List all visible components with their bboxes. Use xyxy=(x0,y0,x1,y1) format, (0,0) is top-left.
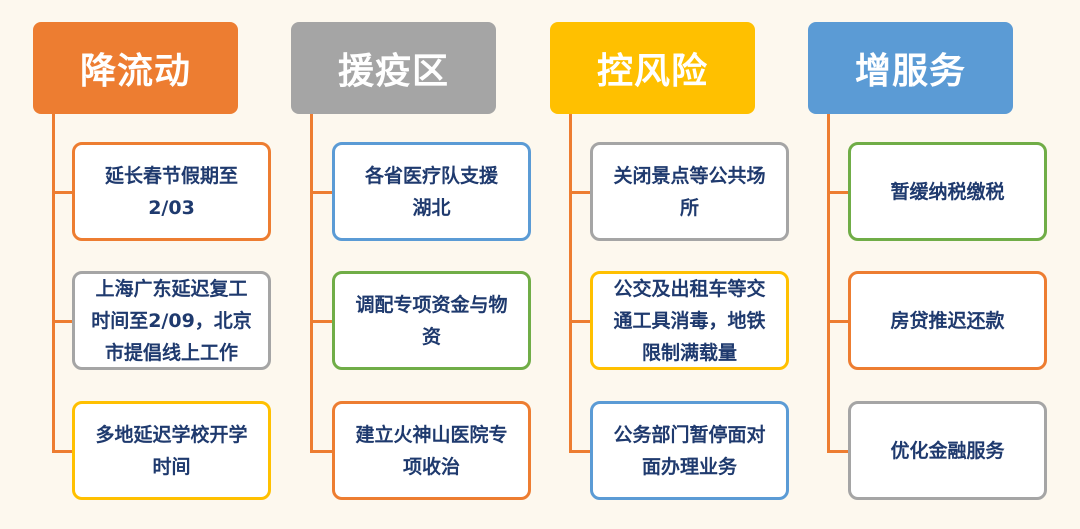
column-header: 降流动 xyxy=(33,22,238,114)
column-header: 控风险 xyxy=(550,22,755,114)
measure-text: 时间 xyxy=(152,455,191,478)
measure-box: 延长春节假期至 2/03 xyxy=(72,142,271,241)
measure-text: 项收治 xyxy=(402,455,460,478)
measure-text: 各省医疗队支援 xyxy=(364,164,498,187)
measure-box: 公务部门暂停面对面办理业务 xyxy=(590,401,789,500)
column-header: 增服务 xyxy=(808,22,1013,114)
measure-text: 优化金融服务 xyxy=(890,439,1005,462)
connector-branch xyxy=(569,450,590,453)
measure-box: 房贷推迟还款 xyxy=(848,271,1047,370)
connector-branch xyxy=(52,320,72,323)
connector-branch xyxy=(310,191,332,194)
connector-branch xyxy=(52,191,72,194)
measure-text: 所 xyxy=(679,196,699,219)
connector-branch xyxy=(827,450,848,453)
measure-text: 房贷推迟还款 xyxy=(890,309,1005,332)
connector-line xyxy=(310,114,313,453)
measure-box: 各省医疗队支援湖北 xyxy=(332,142,531,241)
connector-branch xyxy=(569,191,590,194)
connector-line xyxy=(569,114,572,453)
connector-branch xyxy=(310,450,332,453)
connector-line xyxy=(827,114,830,453)
measure-box: 调配专项资金与物资 xyxy=(332,271,531,370)
measure-text: 多地延迟学校开学 xyxy=(95,423,248,446)
column-header: 援疫区 xyxy=(291,22,496,114)
measure-text: 公务部门暂停面对 xyxy=(613,423,766,446)
connector-branch xyxy=(52,450,72,453)
measure-text: 资 xyxy=(421,325,441,348)
measure-text: 时间至2/09，北京 xyxy=(91,309,252,332)
measure-box: 建立火神山医院专项收治 xyxy=(332,401,531,500)
measure-box: 公交及出租车等交通工具消毒，地铁限制满载量 xyxy=(590,271,789,370)
measure-box: 上海广东延迟复工时间至2/09，北京市提倡线上工作 xyxy=(72,271,271,370)
measure-text: 市提倡线上工作 xyxy=(104,341,238,364)
measure-text: 建立火神山医院专 xyxy=(355,423,508,446)
measure-text: 限制满载量 xyxy=(641,341,737,364)
connector-branch xyxy=(310,320,332,323)
measure-box: 多地延迟学校开学时间 xyxy=(72,401,271,500)
measure-text: 调配专项资金与物 xyxy=(355,293,508,316)
measure-text: 关闭景点等公共场 xyxy=(613,164,766,187)
measure-box: 暂缓纳税缴税 xyxy=(848,142,1047,241)
measure-text: 公交及出租车等交 xyxy=(613,277,766,300)
measure-text: 湖北 xyxy=(412,196,451,219)
measure-text: 暂缓纳税缴税 xyxy=(890,180,1005,203)
measure-text: 上海广东延迟复工 xyxy=(95,277,248,300)
measure-text: 延长春节假期至 xyxy=(104,164,238,187)
measure-text: 2/03 xyxy=(148,196,195,219)
connector-branch xyxy=(827,320,848,323)
connector-branch xyxy=(569,320,590,323)
measure-text: 通工具消毒，地铁 xyxy=(613,309,766,332)
connector-branch xyxy=(827,191,848,194)
measure-text: 面办理业务 xyxy=(641,455,737,478)
measure-box: 优化金融服务 xyxy=(848,401,1047,500)
connector-line xyxy=(52,114,55,453)
measure-box: 关闭景点等公共场所 xyxy=(590,142,789,241)
